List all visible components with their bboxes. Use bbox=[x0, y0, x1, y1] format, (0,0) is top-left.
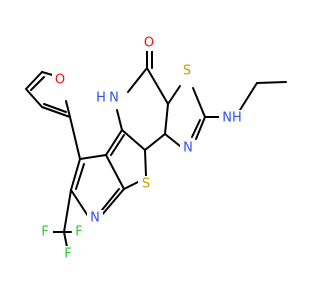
lactam-n-label: N bbox=[109, 91, 119, 106]
ketone-oxygen-label: O bbox=[144, 36, 154, 51]
bond bbox=[164, 103, 169, 135]
pyridine-nitrogen-label: N bbox=[90, 211, 100, 226]
thiazole-sulfur-label: S bbox=[183, 64, 191, 79]
bond bbox=[116, 109, 123, 131]
bond bbox=[146, 67, 169, 105]
bond bbox=[121, 129, 146, 151]
bond bbox=[79, 154, 107, 160]
bond bbox=[63, 231, 68, 248]
bond bbox=[105, 129, 123, 156]
bond bbox=[144, 133, 166, 151]
thiazole-nitrogen-label: N bbox=[183, 141, 193, 156]
lactam-h-label: H bbox=[96, 91, 106, 106]
bond bbox=[30, 76, 45, 91]
fluorine-label-left: F bbox=[41, 225, 48, 240]
bond bbox=[144, 149, 147, 177]
bond bbox=[100, 188, 125, 217]
bond bbox=[127, 67, 148, 93]
bond bbox=[101, 188, 120, 211]
thiophene-sulfur-label: S bbox=[142, 177, 150, 192]
bond bbox=[65, 100, 71, 118]
bond bbox=[167, 85, 181, 105]
atom-labels: O H N S NH N O S N F F F bbox=[38, 35, 245, 262]
amine-nh-label: NH bbox=[222, 111, 242, 126]
molecule-structure: O H N S NH N O S N F F F bbox=[25, 35, 287, 262]
bond bbox=[25, 88, 43, 108]
bond bbox=[192, 87, 206, 118]
bond bbox=[75, 163, 85, 190]
bond bbox=[239, 82, 258, 111]
bond bbox=[25, 71, 43, 90]
bond bbox=[63, 189, 72, 233]
fluorine-label-bottom: F bbox=[64, 247, 71, 262]
bond bbox=[256, 81, 287, 84]
bond bbox=[70, 189, 89, 217]
bond bbox=[105, 154, 125, 190]
bond bbox=[69, 116, 81, 160]
bond bbox=[70, 158, 81, 191]
bond bbox=[164, 133, 181, 147]
fluorine-label-right: F bbox=[75, 225, 82, 240]
bond bbox=[41, 106, 71, 118]
bond bbox=[191, 119, 201, 138]
bond bbox=[43, 103, 67, 113]
bond bbox=[195, 116, 206, 140]
bond bbox=[123, 181, 139, 190]
furan-oxygen-label: O bbox=[55, 73, 65, 88]
bond bbox=[110, 134, 125, 156]
